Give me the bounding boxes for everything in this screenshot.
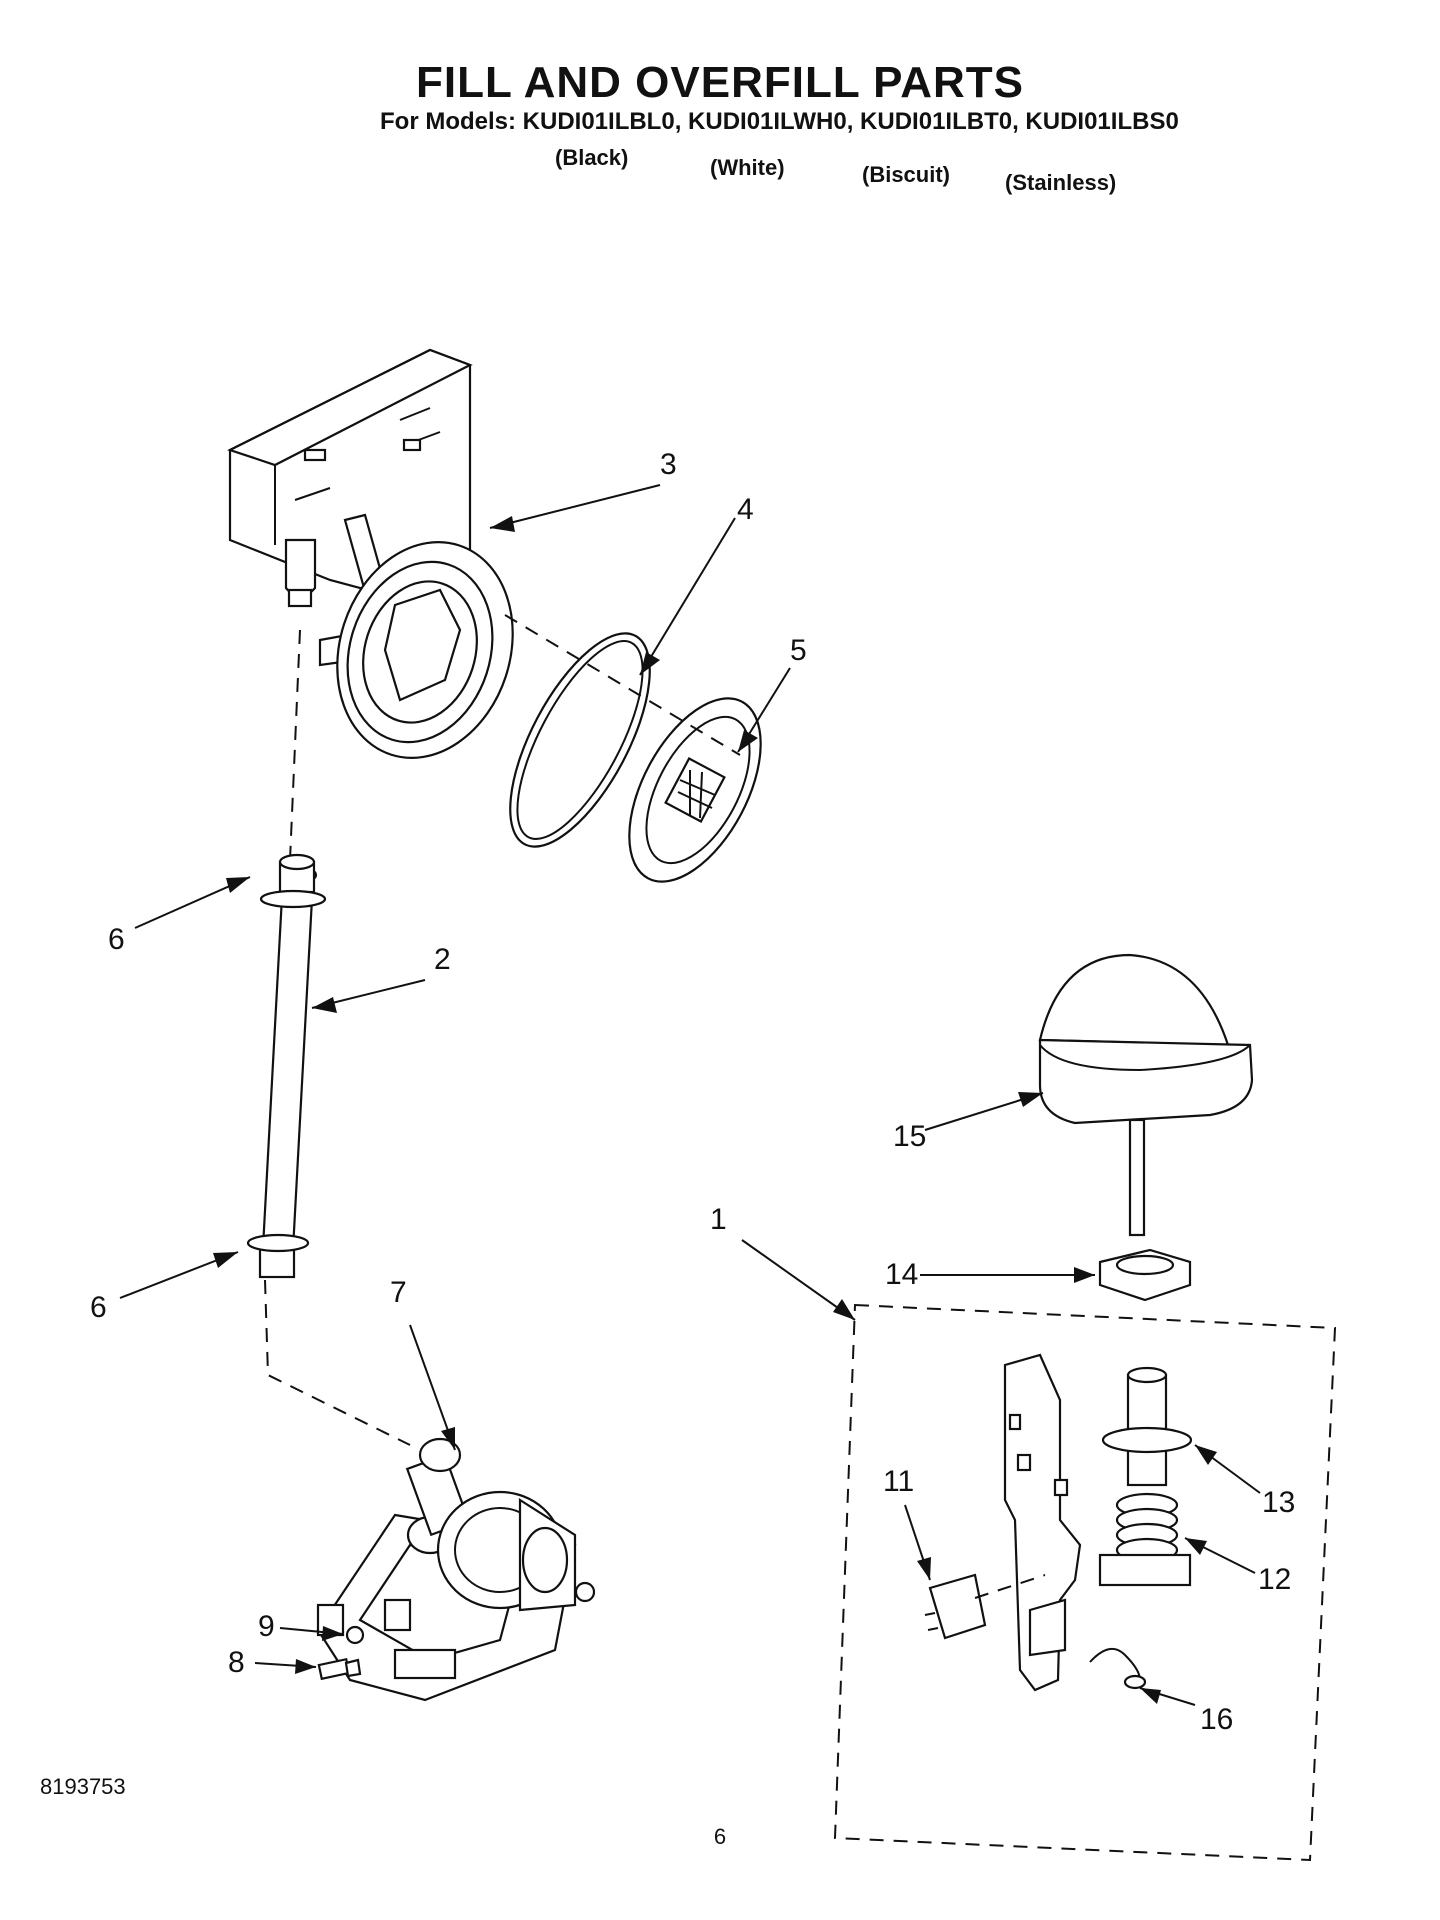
page-number: 6 [713, 1824, 727, 1849]
leader-lines [119, 484, 1261, 1706]
callout-11: 11 [883, 1465, 915, 1498]
part-16-clip [1089, 1647, 1147, 1690]
document-number: 8193753 [40, 1774, 126, 1799]
models-line: For Models: KUDI01ILBL0, KUDI01ILWH0, KU… [380, 108, 1179, 135]
part-9-washer [345, 1625, 365, 1645]
callout-5: 5 [790, 634, 807, 667]
part-1-switch-assembly [1003, 1353, 1193, 1692]
callout-1: 1 [710, 1203, 727, 1236]
color-label-black: (Black) [555, 145, 629, 170]
callout-6-upper: 6 [108, 923, 125, 956]
color-label-biscuit: (Biscuit) [862, 162, 950, 187]
callout-14: 14 [885, 1258, 919, 1291]
part-15-float [1038, 953, 1254, 1237]
callout-2: 2 [434, 943, 451, 976]
callout-8: 8 [228, 1646, 245, 1679]
callout-13: 13 [1262, 1486, 1296, 1519]
part-11-micro-switch [924, 1573, 987, 1640]
callout-9: 9 [258, 1610, 275, 1643]
color-label-stainless: (Stainless) [1005, 170, 1117, 195]
part-2-tube [246, 853, 327, 1279]
color-label-white: (White) [710, 155, 785, 180]
page-title: FILL AND OVERFILL PARTS [415, 58, 1025, 107]
part-5-cap [628, 697, 762, 883]
callout-7: 7 [390, 1276, 407, 1309]
part-7-fill-valve [316, 1437, 596, 1702]
callout-12: 12 [1258, 1563, 1292, 1596]
part-3-fill-funnel [227, 348, 514, 759]
part-1-assembly-outline [833, 1303, 1337, 1862]
callout-4: 4 [737, 493, 754, 526]
callout-15: 15 [893, 1120, 927, 1153]
callout-6-lower: 6 [90, 1291, 107, 1324]
callout-16: 16 [1200, 1703, 1234, 1736]
part-14-hex-nut [1098, 1248, 1192, 1302]
part-8-screw [317, 1657, 362, 1681]
part-4-gasket [509, 632, 651, 848]
callout-3: 3 [660, 448, 677, 481]
